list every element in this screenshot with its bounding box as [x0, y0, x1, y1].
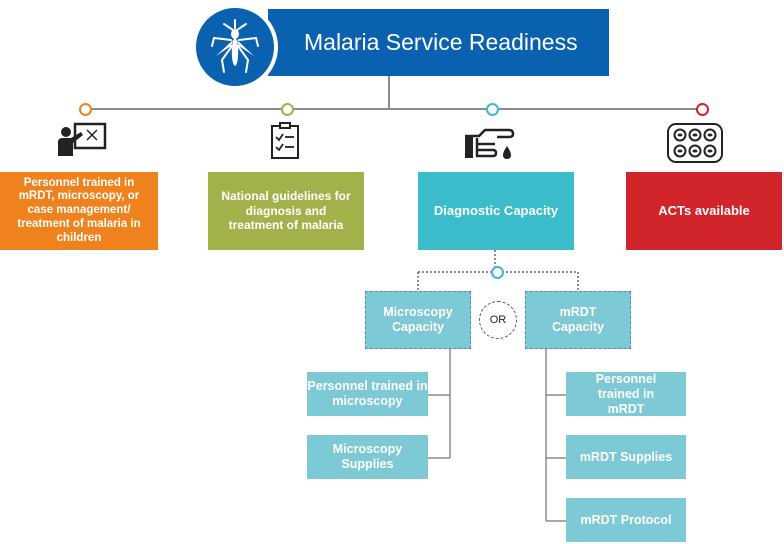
mrdt-item-label: Personnel trained in mRDT — [595, 371, 657, 416]
microscopy-supplies-box: Microscopy Supplies — [307, 435, 428, 479]
checklist-document-icon — [270, 122, 302, 165]
connector-dot-diagnostic — [491, 266, 504, 279]
mrdt-capacity-box: mRDT Capacity — [525, 291, 631, 349]
mrdt-protocol-box: mRDT Protocol — [566, 498, 686, 542]
microscopy-capacity-label: Microscopy Capacity — [383, 305, 453, 334]
connector-dot-olive — [281, 103, 294, 116]
category-label: ACTs available — [658, 203, 750, 219]
category-acts-available: ACTs available — [626, 172, 782, 250]
or-separator: OR — [479, 301, 517, 339]
mrdt-item-label: mRDT Supplies — [579, 449, 673, 464]
connector-dot-teal — [486, 103, 499, 116]
category-national-guidelines: National guidelines for diagnosis and tr… — [208, 172, 364, 250]
title-banner: Malaria Service Readiness — [268, 9, 609, 76]
or-label: OR — [489, 314, 507, 326]
mrdt-item-label: mRDT Protocol — [580, 512, 672, 527]
category-diagnostic-capacity: Diagnostic Capacity — [418, 172, 574, 250]
category-label: Diagnostic Capacity — [433, 203, 559, 219]
microscopy-item-label: Microscopy Supplies — [332, 442, 403, 471]
page-title: Malaria Service Readiness — [304, 29, 578, 55]
microscopy-capacity-box: Microscopy Capacity — [365, 291, 471, 349]
mrdt-supplies-box: mRDT Supplies — [566, 435, 686, 479]
category-personnel-trained: Personnel trained in mRDT, microscopy, o… — [0, 172, 158, 250]
connector-dot-red — [696, 103, 709, 116]
pill-blister-pack-icon — [666, 122, 724, 169]
mrdt-capacity-label: mRDT Capacity — [551, 305, 605, 334]
connector-dot-orange — [79, 103, 92, 116]
finger-blood-drop-icon — [463, 124, 517, 167]
category-label: National guidelines for diagnosis and tr… — [221, 189, 351, 233]
mosquito-icon — [192, 4, 278, 90]
mrdt-personnel-box: Personnel trained in mRDT — [566, 372, 686, 416]
microscopy-item-label: Personnel trained in microscopy — [307, 379, 428, 408]
category-label: Personnel trained in mRDT, microscopy, o… — [17, 176, 141, 244]
microscopy-personnel-box: Personnel trained in microscopy — [307, 372, 428, 416]
trainer-presentation-icon — [57, 122, 107, 163]
